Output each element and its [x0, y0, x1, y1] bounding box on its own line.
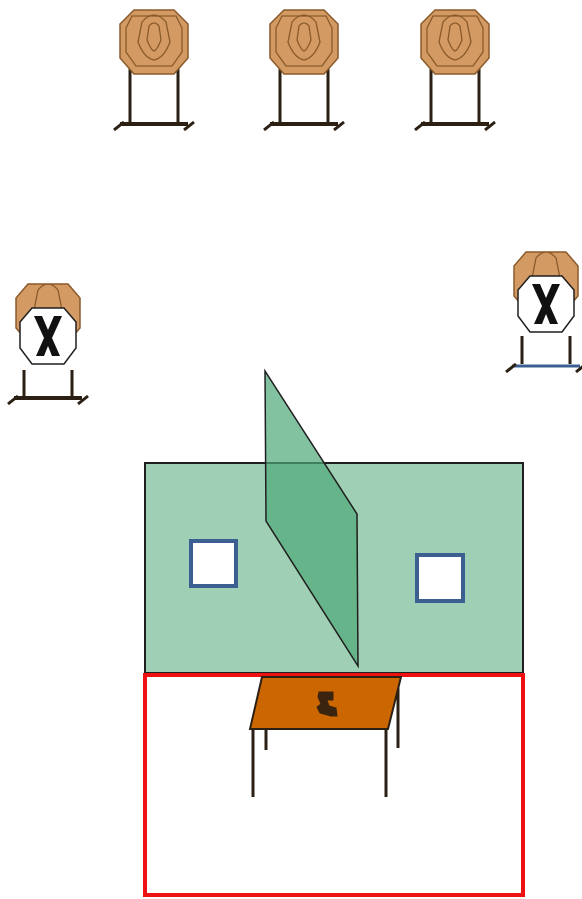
- window-left: [189, 539, 238, 588]
- target-3: [413, 9, 497, 132]
- table-icon: [248, 676, 403, 797]
- window-right: [415, 553, 465, 603]
- no-shoot-target-left: [7, 283, 89, 406]
- pistol-icon: [316, 691, 338, 717]
- angled-panel: [264, 368, 359, 669]
- ipsc-no-shoot-target-icon: [513, 251, 579, 333]
- target-1: [112, 9, 196, 132]
- no-shoot-target-right: [505, 251, 582, 374]
- ipsc-target-icon: [420, 9, 490, 75]
- fault-line-box: [143, 673, 525, 897]
- ipsc-no-shoot-target-icon: [15, 283, 81, 365]
- ipsc-target-icon: [269, 9, 339, 75]
- target-2: [262, 9, 346, 132]
- ipsc-target-icon: [119, 9, 189, 75]
